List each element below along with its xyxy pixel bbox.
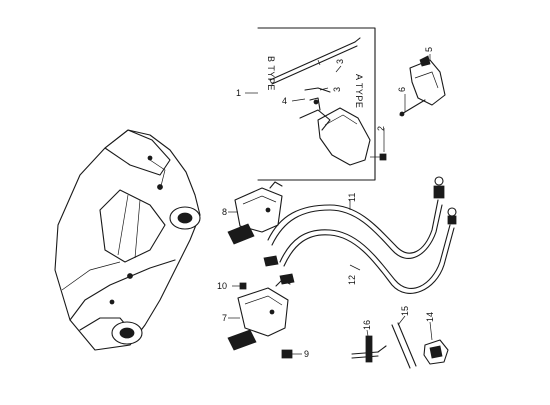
callout-10: 10 bbox=[217, 281, 227, 291]
part-16-tool bbox=[351, 335, 387, 363]
opener-bracket-8 bbox=[227, 181, 283, 245]
a-type-label: A TYPE bbox=[354, 74, 364, 108]
rod-b-type bbox=[269, 37, 361, 85]
clip-9 bbox=[281, 349, 302, 359]
rod-a-type bbox=[304, 87, 331, 93]
b-type-label: B TYPE bbox=[266, 56, 276, 91]
callout-6: 6 bbox=[397, 87, 407, 92]
part-15-strip bbox=[391, 322, 417, 369]
cable-12 bbox=[263, 207, 457, 294]
callout-12: 12 bbox=[347, 275, 357, 285]
callout-15: 15 bbox=[400, 306, 410, 316]
fuel-lid-panel bbox=[299, 97, 371, 166]
lid-assembly-frame bbox=[245, 27, 376, 181]
screw-10 bbox=[232, 282, 247, 290]
latch-assembly bbox=[399, 55, 446, 117]
callout-8: 8 bbox=[222, 207, 227, 217]
callout-3a: 3 bbox=[335, 59, 345, 64]
callout-labels: 1 2 3 3 4 5 6 7 8 9 10 11 12 14 15 16 bbox=[217, 47, 435, 359]
callout-2: 2 bbox=[376, 126, 386, 131]
part-14-clip bbox=[423, 339, 449, 365]
bolt-2 bbox=[370, 153, 387, 161]
callout-7: 7 bbox=[222, 313, 227, 323]
cable-11 bbox=[267, 176, 445, 259]
opener-bracket-7 bbox=[227, 279, 291, 351]
callout-9: 9 bbox=[304, 349, 309, 359]
callout-1: 1 bbox=[236, 88, 241, 98]
callout-3b: 3 bbox=[332, 87, 342, 92]
callout-16: 16 bbox=[362, 320, 372, 330]
callout-14: 14 bbox=[425, 312, 435, 322]
car-illustration bbox=[54, 129, 201, 351]
callout-4: 4 bbox=[282, 96, 287, 106]
callout-5: 5 bbox=[424, 47, 434, 52]
callout-11: 11 bbox=[347, 193, 357, 202]
